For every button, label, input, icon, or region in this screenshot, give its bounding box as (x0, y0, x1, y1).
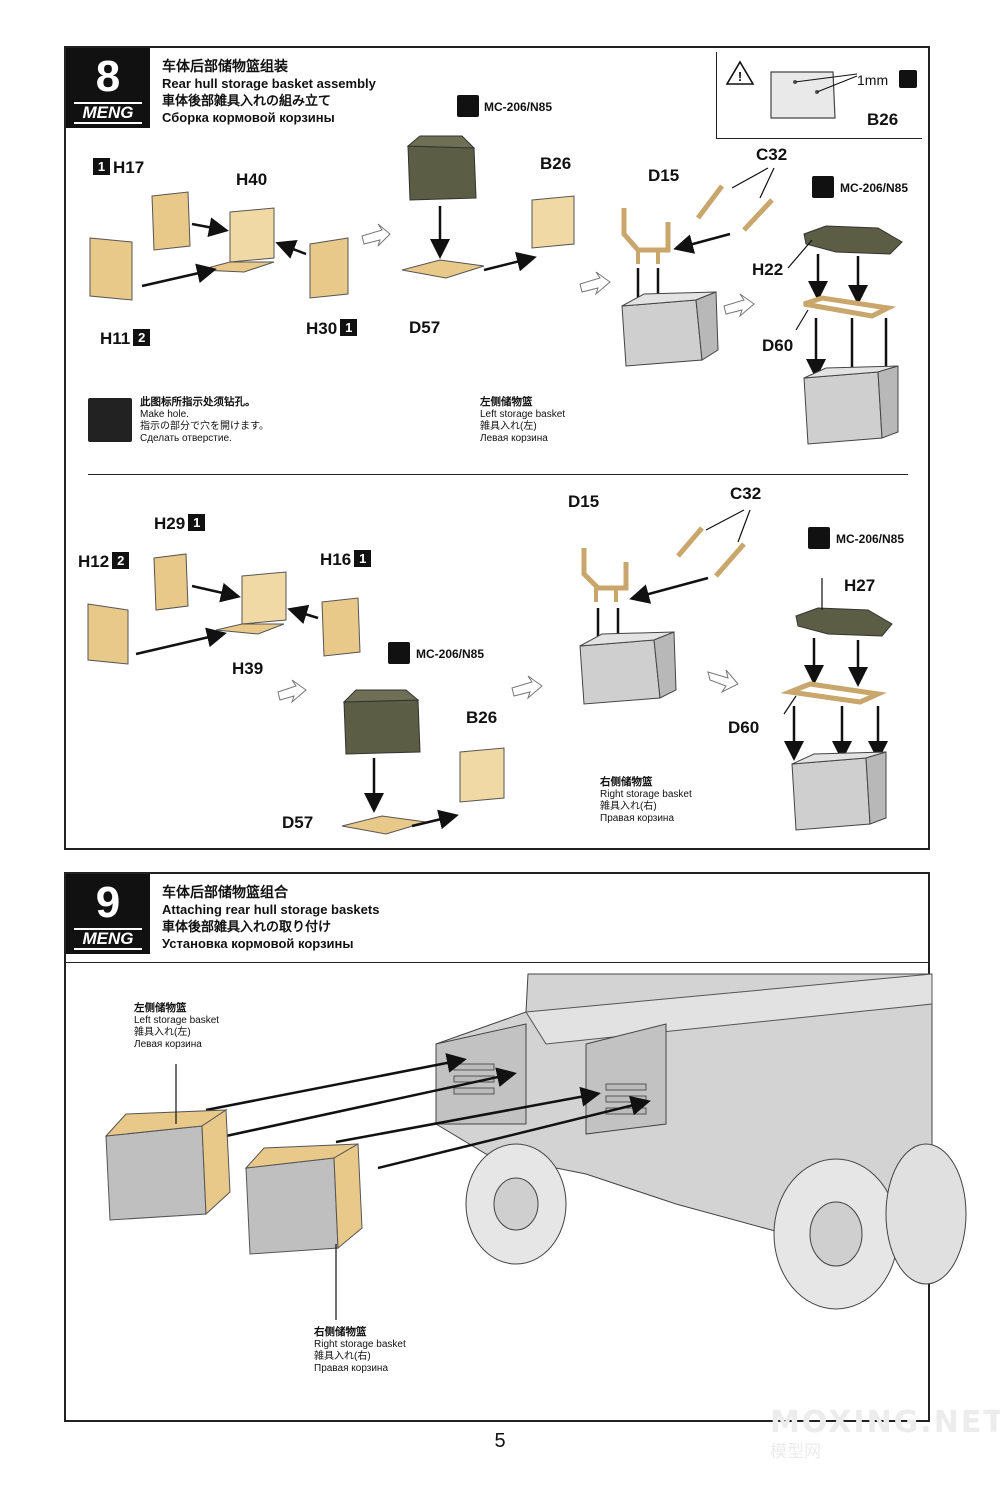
section-divider (88, 474, 908, 475)
part-h27: H27 (844, 576, 876, 595)
left-basket-assembly-diagram (89, 135, 903, 445)
drill-note: 此图标所指示处须钻孔。 Make hole. 指示の部分で穴を開けます。 Сде… (140, 396, 269, 444)
paint-brush-icon (808, 527, 830, 549)
part-c32-right: C32 (730, 484, 762, 503)
title-en: Rear hull storage basket assembly (162, 76, 376, 91)
part-b26-right: B26 (466, 708, 498, 727)
step-badge: 9 MENG (66, 874, 150, 954)
step-number: 8 (95, 52, 121, 101)
part-d57-right: D57 (282, 813, 314, 832)
title-cn: 车体后部储物篮组合 (162, 884, 288, 900)
part-h39: H39 (232, 659, 264, 678)
caution-note: ! 1mm B26 (716, 52, 922, 139)
hole-size: 1mm (857, 72, 889, 88)
part-b26-sketch (770, 71, 858, 119)
title-ru: Установка кормовой корзины (162, 936, 354, 951)
paint-brush-icon (457, 95, 479, 117)
paint-code: MC-206/N85 (484, 100, 553, 114)
watermark-subtitle: 模型网 (770, 1442, 821, 1461)
part-d15-right: D15 (568, 492, 600, 511)
title-jp: 車体後部雑具入れの組み立て (162, 93, 332, 108)
part-d57: D57 (409, 318, 441, 337)
paint-code: MC-206/N85 (416, 647, 485, 661)
title-ru: Сборка кормовой корзины (162, 110, 335, 125)
title-jp: 車体後部雑具入れの取り付け (162, 919, 332, 934)
svg-text:!: ! (738, 69, 742, 84)
brand-logo: MENG (74, 928, 142, 950)
warning-icon: ! (725, 60, 755, 85)
page-number: 5 (494, 1430, 506, 1452)
step-9-panel: 9 MENG 车体后部储物篮组合 Attaching rear hull sto… (64, 872, 967, 1422)
part-d15: D15 (648, 166, 680, 185)
brand-logo: MENG (74, 102, 142, 124)
watermark: MOXING.NET (770, 1405, 1000, 1440)
paint-code: MC-206/N85 (836, 532, 905, 546)
section-divider (66, 962, 928, 963)
drill-icon (899, 70, 917, 88)
part-h22: H22 (752, 260, 784, 279)
paint-code: MC-206/N85 (840, 181, 909, 195)
paint-brush-icon (812, 176, 834, 198)
left-basket-caption: 左侧储物篮 Left storage basket 雑具入れ(左) Левая … (134, 1002, 220, 1050)
title-en: Attaching rear hull storage baskets (162, 902, 380, 917)
step-titles: 车体后部储物篮组装 Rear hull storage basket assem… (162, 58, 376, 126)
left-basket-caption: 左侧储物篮 Left storage basket 雑具入れ(左) Левая … (480, 396, 566, 444)
hull-attachment-diagram (104, 973, 967, 1320)
step-8-panel: 8 MENG 车体后部储物篮组装 Rear hull storage baske… (64, 46, 930, 850)
part-h40: H40 (236, 170, 268, 189)
part-d60-right: D60 (728, 718, 760, 737)
title-cn: 车体后部储物篮组装 (162, 58, 288, 74)
right-basket-caption: 右侧储物篮 Right storage basket 雑具入れ(右) Права… (600, 776, 692, 824)
step-number: 9 (95, 878, 121, 927)
drill-icon (88, 398, 132, 442)
paint-brush-icon (388, 642, 410, 664)
step-titles: 车体后部储物篮组合 Attaching rear hull storage ba… (162, 884, 379, 952)
part-d60: D60 (762, 336, 794, 355)
step-badge: 8 MENG (66, 48, 150, 128)
part-b26: B26 (540, 154, 572, 173)
part-c32: C32 (756, 145, 788, 164)
right-basket-caption: 右侧储物篮 Right storage basket 雑具入れ(右) Права… (314, 1326, 406, 1374)
right-basket-assembly-diagram (87, 509, 893, 835)
note-part-label: B26 (867, 110, 899, 129)
